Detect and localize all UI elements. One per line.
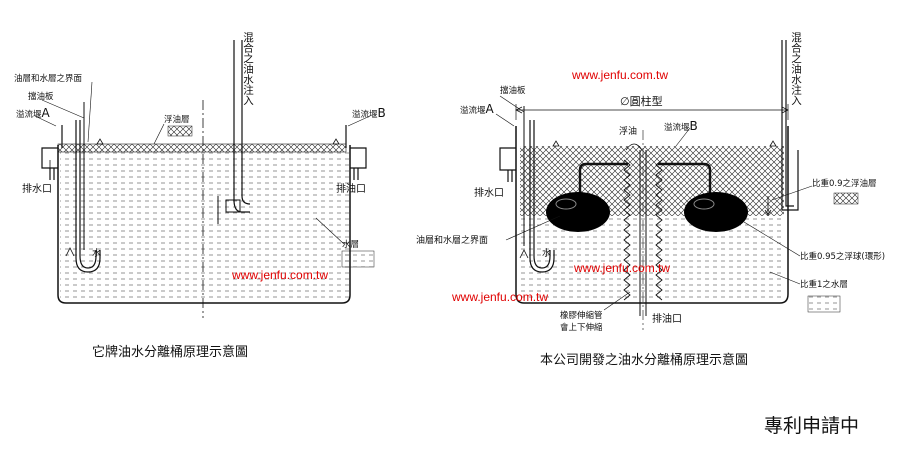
left-oil-layer-label: 浮油層 <box>164 114 190 125</box>
right-cylinder-label: ∅圓柱型 <box>620 94 663 108</box>
right-water-region <box>520 216 784 302</box>
right-drain-water-label: 排水口 <box>474 186 504 199</box>
watermark: www.jenfu.com.tw <box>571 68 668 82</box>
left-water-swatch <box>341 250 375 268</box>
left-interface-label: 油層和水層之界面 <box>14 73 83 84</box>
left-caption: 它牌油水分離桶原理示意圖 <box>92 344 248 360</box>
right-water-swatch <box>807 295 841 313</box>
right-caption: 本公司開發之油水分離桶原理示意圖 <box>540 352 748 368</box>
left-drain-water-label: 排水口 <box>22 182 52 195</box>
right-tank-diagram <box>495 40 859 330</box>
right-oil-swatch <box>833 192 859 205</box>
right-inlet-label: 混合之油水注入 <box>790 32 802 106</box>
right-water-label: 水 <box>542 247 551 259</box>
right-interface-label: 油層和水層之界面 <box>416 234 488 246</box>
left-water-region <box>60 150 352 302</box>
bellows-right <box>655 159 663 301</box>
left-oil-swatch <box>167 125 193 137</box>
float-ball-left <box>546 192 610 232</box>
left-water-label: 水 <box>92 247 101 259</box>
right-weir-b-label: 溢流堰B <box>664 119 698 133</box>
watermark: www.jenfu.com.tw <box>451 290 548 304</box>
right-tank-wall <box>515 126 789 304</box>
right-float-ball-label: 比重0.95之浮球(環形) <box>800 251 885 262</box>
watermark: www.jenfu.com.tw <box>231 268 328 282</box>
right-float-oil-label: 浮油 <box>619 125 637 137</box>
right-inlet-pipe <box>781 40 799 211</box>
left-water-layer-label: 水層 <box>342 239 359 250</box>
left-weir-b-label: 溢流堰B <box>352 106 386 120</box>
right-weir-a-label: 溢流堰A <box>460 102 495 116</box>
left-baffle-label: 擋油板 <box>28 91 54 102</box>
left-inlet-label: 混合之油水注入 <box>242 32 254 106</box>
right-bellows-label-2: 會上下伸縮 <box>560 322 603 333</box>
bellows-left <box>623 159 631 301</box>
right-weir-a <box>499 147 516 171</box>
right-oil-layer-sg-label: 比重0.9之浮油層 <box>812 178 877 189</box>
left-drain-oil-label: 排油口 <box>336 182 366 195</box>
left-oil-film <box>57 143 347 153</box>
right-bellows-label-1: 橡膠伸縮管 <box>560 310 603 321</box>
left-tank-wall <box>57 145 351 304</box>
float-ball-right <box>684 192 748 232</box>
right-baffle-label: 擋油板 <box>500 85 526 96</box>
right-water-layer-sg-label: 比重1之水層 <box>800 279 848 290</box>
left-j-tube <box>75 120 101 273</box>
left-tank-diagram <box>34 40 375 318</box>
left-weir-b <box>350 147 367 169</box>
patent-pending-label: 專利申請中 <box>764 415 859 437</box>
right-j-tube <box>529 120 555 273</box>
left-weir-a-label: 溢流堰A <box>16 106 51 120</box>
right-drain-oil-label: 排油口 <box>652 312 682 325</box>
watermark: www.jenfu.com.tw <box>573 261 670 275</box>
